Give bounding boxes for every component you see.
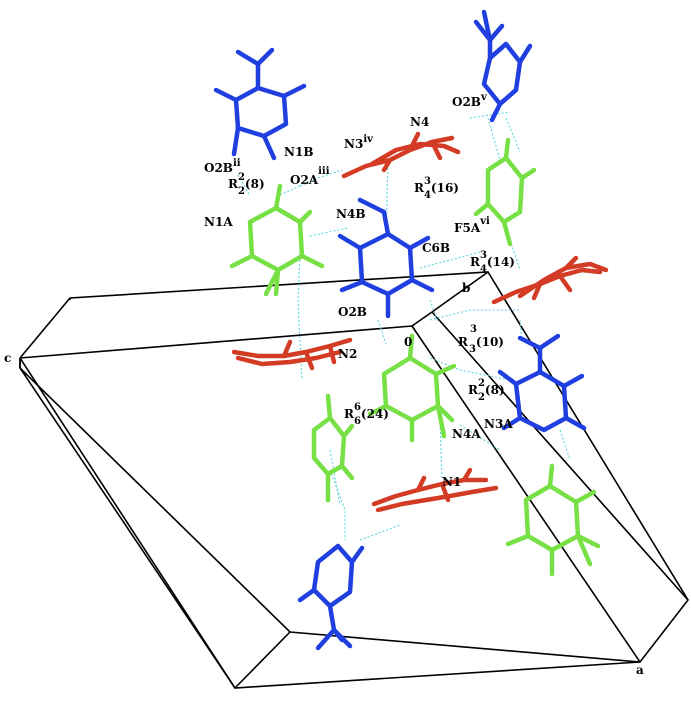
atom-label-n4b: N4B xyxy=(336,207,365,221)
atom-label-n2: N2 xyxy=(338,347,357,361)
axis-a-label: a xyxy=(636,663,644,677)
atom-label-o2a-iii: O2Aiii xyxy=(290,166,330,187)
blue-molecules xyxy=(213,9,587,651)
axis-origin-label: 0 xyxy=(404,335,412,349)
green-molecules xyxy=(229,137,601,577)
atom-label-o2b-ii: O2Bii xyxy=(204,158,241,175)
axis-c-label: c xyxy=(4,351,11,365)
atom-label-n3-iv: N3iv xyxy=(344,134,374,151)
atom-label-o2b: O2B xyxy=(338,305,367,319)
atom-label-n1: N1 xyxy=(442,475,461,489)
atom-labels: N1B O2Bii O2Aiii N3iv N4 O2Bv N1A N4B F5… xyxy=(204,92,513,489)
red-molecules xyxy=(231,131,609,513)
atom-label-n4: N4 xyxy=(410,115,429,129)
atom-label-f5a-vi: F5Avi xyxy=(454,216,490,235)
atom-label-n1a: N1A xyxy=(204,215,233,229)
atom-label-c6b: C6B xyxy=(422,241,450,255)
atom-label-n1b: N1B xyxy=(284,145,313,159)
unit-cell xyxy=(19,271,689,689)
atom-label-o2b-v: O2Bv xyxy=(452,92,488,109)
axis-b-label: b xyxy=(462,281,470,295)
atom-label-n4a: N4A xyxy=(452,427,481,441)
atom-label-n3a: N3A xyxy=(484,417,513,431)
axis-labels: c b a 0 xyxy=(4,281,644,677)
